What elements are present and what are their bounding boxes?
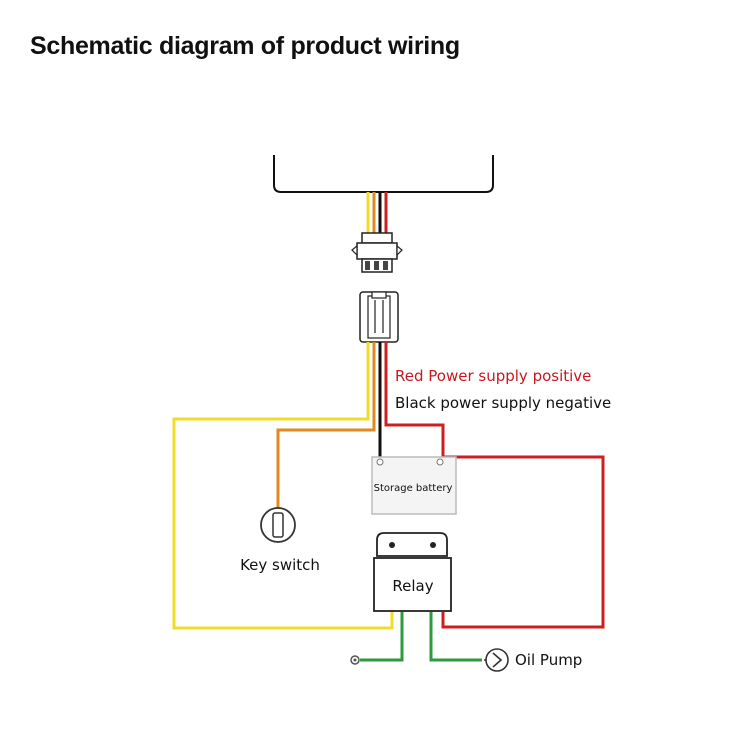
green-wire-pump — [429, 612, 482, 662]
battery-label: Storage battery — [374, 483, 453, 494]
oil-pump-label: Oil Pump — [515, 651, 582, 669]
female-connector — [359, 291, 399, 343]
page-title: Schematic diagram of product wiring — [30, 32, 460, 60]
device-harness — [366, 192, 388, 235]
relay-label: Relay — [392, 577, 433, 595]
green-wire-ground — [360, 612, 404, 662]
ground-terminal — [350, 655, 360, 665]
orange-wire — [276, 372, 376, 508]
storage-battery: Storage battery — [371, 456, 457, 515]
black-wire-label: Black power supply negative — [395, 394, 611, 412]
oil-pump — [484, 648, 509, 672]
yellow-wire — [172, 372, 394, 630]
red-wire — [384, 372, 605, 629]
key-switch — [260, 507, 296, 543]
wire-bundle — [366, 342, 388, 372]
red-wire-label: Red Power supply positive — [395, 367, 591, 385]
relay: Relay — [373, 532, 452, 612]
key-switch-label: Key switch — [240, 556, 320, 574]
male-connector — [351, 232, 403, 273]
device-body — [273, 155, 494, 193]
